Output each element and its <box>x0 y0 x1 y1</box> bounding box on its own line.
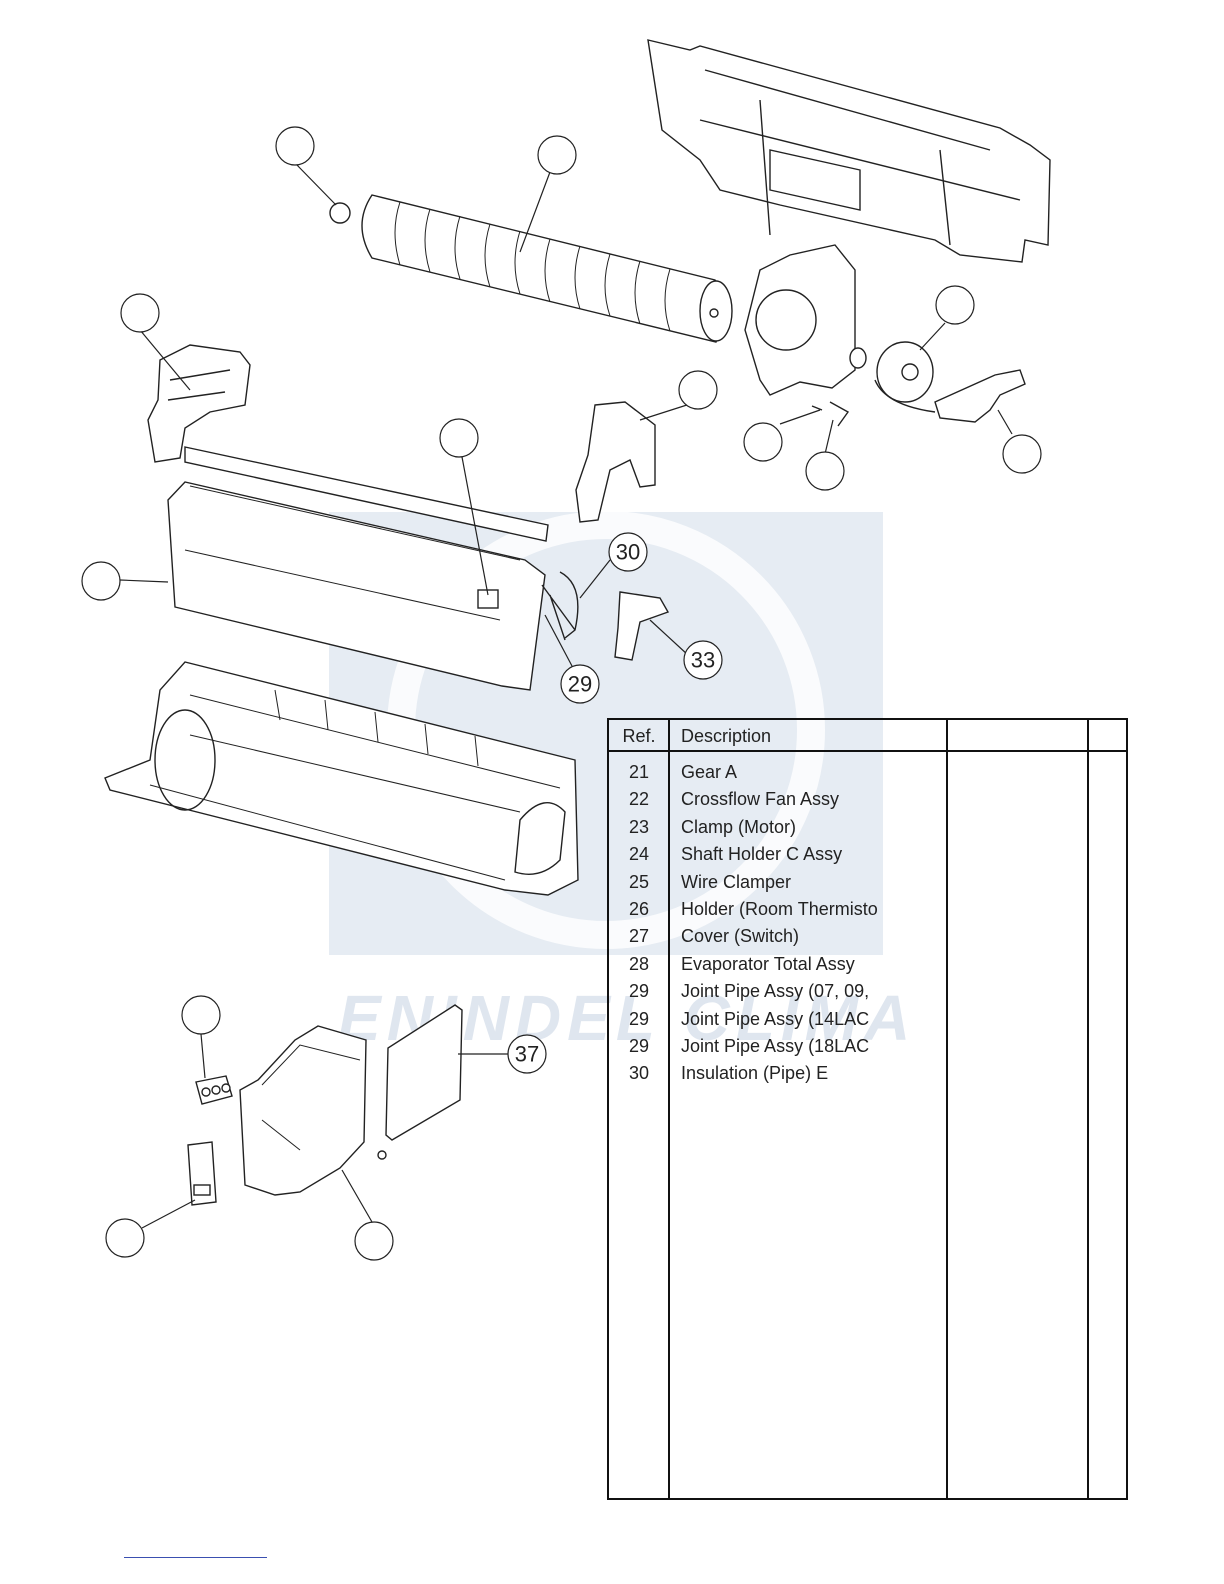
callout-circle <box>935 285 975 325</box>
row-ref: 27 <box>628 926 650 947</box>
table-row: 21 Gear A <box>609 762 1126 789</box>
crossflow-fan <box>329 194 733 343</box>
row-description: Cover (Switch) <box>681 926 800 947</box>
callout-circle <box>120 293 160 333</box>
mounting-plate <box>647 39 1051 263</box>
table-row: 28 Evaporator Total Assy <box>609 954 1126 981</box>
side-holder-left <box>147 344 251 463</box>
table-row: 27 Cover (Switch) <box>609 926 1126 953</box>
evaporator <box>167 446 579 691</box>
table-row: 24 Shaft Holder C Assy <box>609 844 1126 871</box>
row-ref: 28 <box>628 953 650 974</box>
row-ref: 29 <box>628 981 650 1002</box>
column-divider <box>668 720 670 1498</box>
parts-table: Ref. Description 21 Gear A 22 Crossflow Fan… <box>607 718 1128 1500</box>
clamp-part <box>187 1141 217 1206</box>
motor-housing <box>744 244 1026 427</box>
table-row: 22 Crossflow Fan Assy <box>609 789 1126 816</box>
bracket-33 <box>614 591 670 661</box>
row-description: Evaporator Total Assy <box>681 953 855 974</box>
row-ref: 25 <box>628 871 650 892</box>
callout-circle <box>805 451 845 491</box>
row-description: Joint Pipe Assy (18LAC <box>681 1036 870 1056</box>
callout-29: 29 <box>560 664 600 704</box>
callout-30: 30 <box>608 532 648 572</box>
callout-circle <box>1002 434 1042 474</box>
row-description: Gear A <box>681 762 738 782</box>
row-description: Holder (Room Thermisto <box>681 899 878 919</box>
row-ref: 22 <box>628 789 650 810</box>
header-divider <box>609 750 1126 752</box>
table-row: 23 Clamp (Motor) <box>609 817 1126 844</box>
row-description: Insulation (Pipe) E <box>681 1063 829 1084</box>
table-row: 26 Holder (Room Thermisto <box>609 899 1126 926</box>
table-row: 30 Insulation (Pipe) E <box>609 1063 1126 1090</box>
header-description: Description <box>681 726 772 746</box>
callout-circle <box>275 126 315 166</box>
callout-circle <box>181 995 221 1035</box>
column-divider <box>1087 720 1089 1498</box>
row-ref: 21 <box>628 762 650 782</box>
callout-33-label: 33 <box>691 648 715 673</box>
row-ref: 24 <box>628 844 650 865</box>
row-description: Crossflow Fan Assy <box>681 789 840 810</box>
callout-circle <box>537 135 577 175</box>
callout-37-label: 37 <box>515 1042 539 1067</box>
row-description: Shaft Holder C Assy <box>681 844 843 865</box>
callout-circle <box>743 422 783 462</box>
callout-circle <box>439 418 479 458</box>
footer-link-underline <box>124 1557 267 1558</box>
callout-circle <box>354 1221 394 1261</box>
row-ref: 29 <box>628 1036 650 1056</box>
row-description: Clamp (Motor) <box>681 816 797 837</box>
row-description: Joint Pipe Assy (07, 09, <box>681 981 870 1002</box>
callout-30-label: 30 <box>616 540 640 565</box>
table-row: 29 Joint Pipe Assy (18LAC <box>609 1036 1126 1063</box>
row-ref: 30 <box>628 1063 650 1084</box>
table-row: 29 Joint Pipe Assy (07, 09, <box>609 981 1126 1008</box>
table-row: 29 Joint Pipe Assy (14LAC <box>609 1009 1126 1036</box>
callout-circle <box>81 561 121 601</box>
table-row: 25 Wire Clamper <box>609 872 1126 899</box>
row-ref: 26 <box>628 899 650 919</box>
callout-circle <box>678 370 718 410</box>
row-ref: 29 <box>628 1008 650 1029</box>
side-holder-right <box>575 401 656 523</box>
header-ref: Ref. <box>622 726 656 746</box>
control-box <box>239 1025 387 1196</box>
callout-circle <box>105 1218 145 1258</box>
terminal-block <box>195 1075 233 1105</box>
row-description: Wire Clamper <box>681 871 792 892</box>
callout-29-label: 29 <box>568 672 592 697</box>
row-description: Joint Pipe Assy (14LAC <box>681 1008 870 1029</box>
drain-pan <box>104 661 579 896</box>
row-ref: 23 <box>628 816 650 837</box>
callout-leaders <box>81 126 1042 1261</box>
callout-37: 37 <box>507 1034 547 1074</box>
column-divider <box>946 720 948 1498</box>
callout-33: 33 <box>683 640 723 680</box>
pcb-cover <box>385 1004 463 1141</box>
